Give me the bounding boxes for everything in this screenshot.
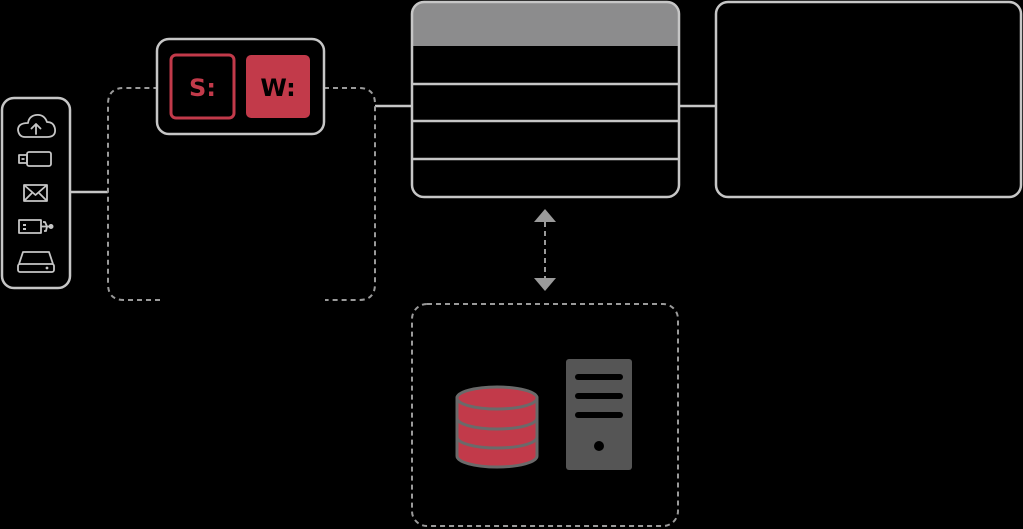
connector-lines [70,104,716,194]
drive-w-label: W: [260,74,295,102]
list-panel-header [412,2,679,46]
list-panel [410,0,681,199]
source-devices-frame [0,96,72,290]
usb-connector-icon [18,219,54,234]
list-panel-frame [410,0,681,199]
source-devices-panel [0,96,72,290]
drive-w-tile[interactable]: W: [246,55,310,118]
dashed-storage-region [411,303,679,527]
detail-panel [714,0,1023,199]
arrow-down-head [534,278,556,291]
dashed-client-region [107,87,376,301]
hard-drive-icon [17,251,55,273]
bidirectional-arrow [534,209,556,291]
drive-s-tile[interactable]: S: [169,53,236,120]
cloud-upload-icon [17,113,56,138]
email-icon [23,184,48,202]
database-icon [455,385,539,469]
server-tower-icon [566,359,632,470]
drive-letters-box: S: W: [155,37,326,136]
usb-drive-icon [18,151,52,167]
arrow-up-head [534,209,556,222]
drive-s-label: S: [189,74,216,102]
